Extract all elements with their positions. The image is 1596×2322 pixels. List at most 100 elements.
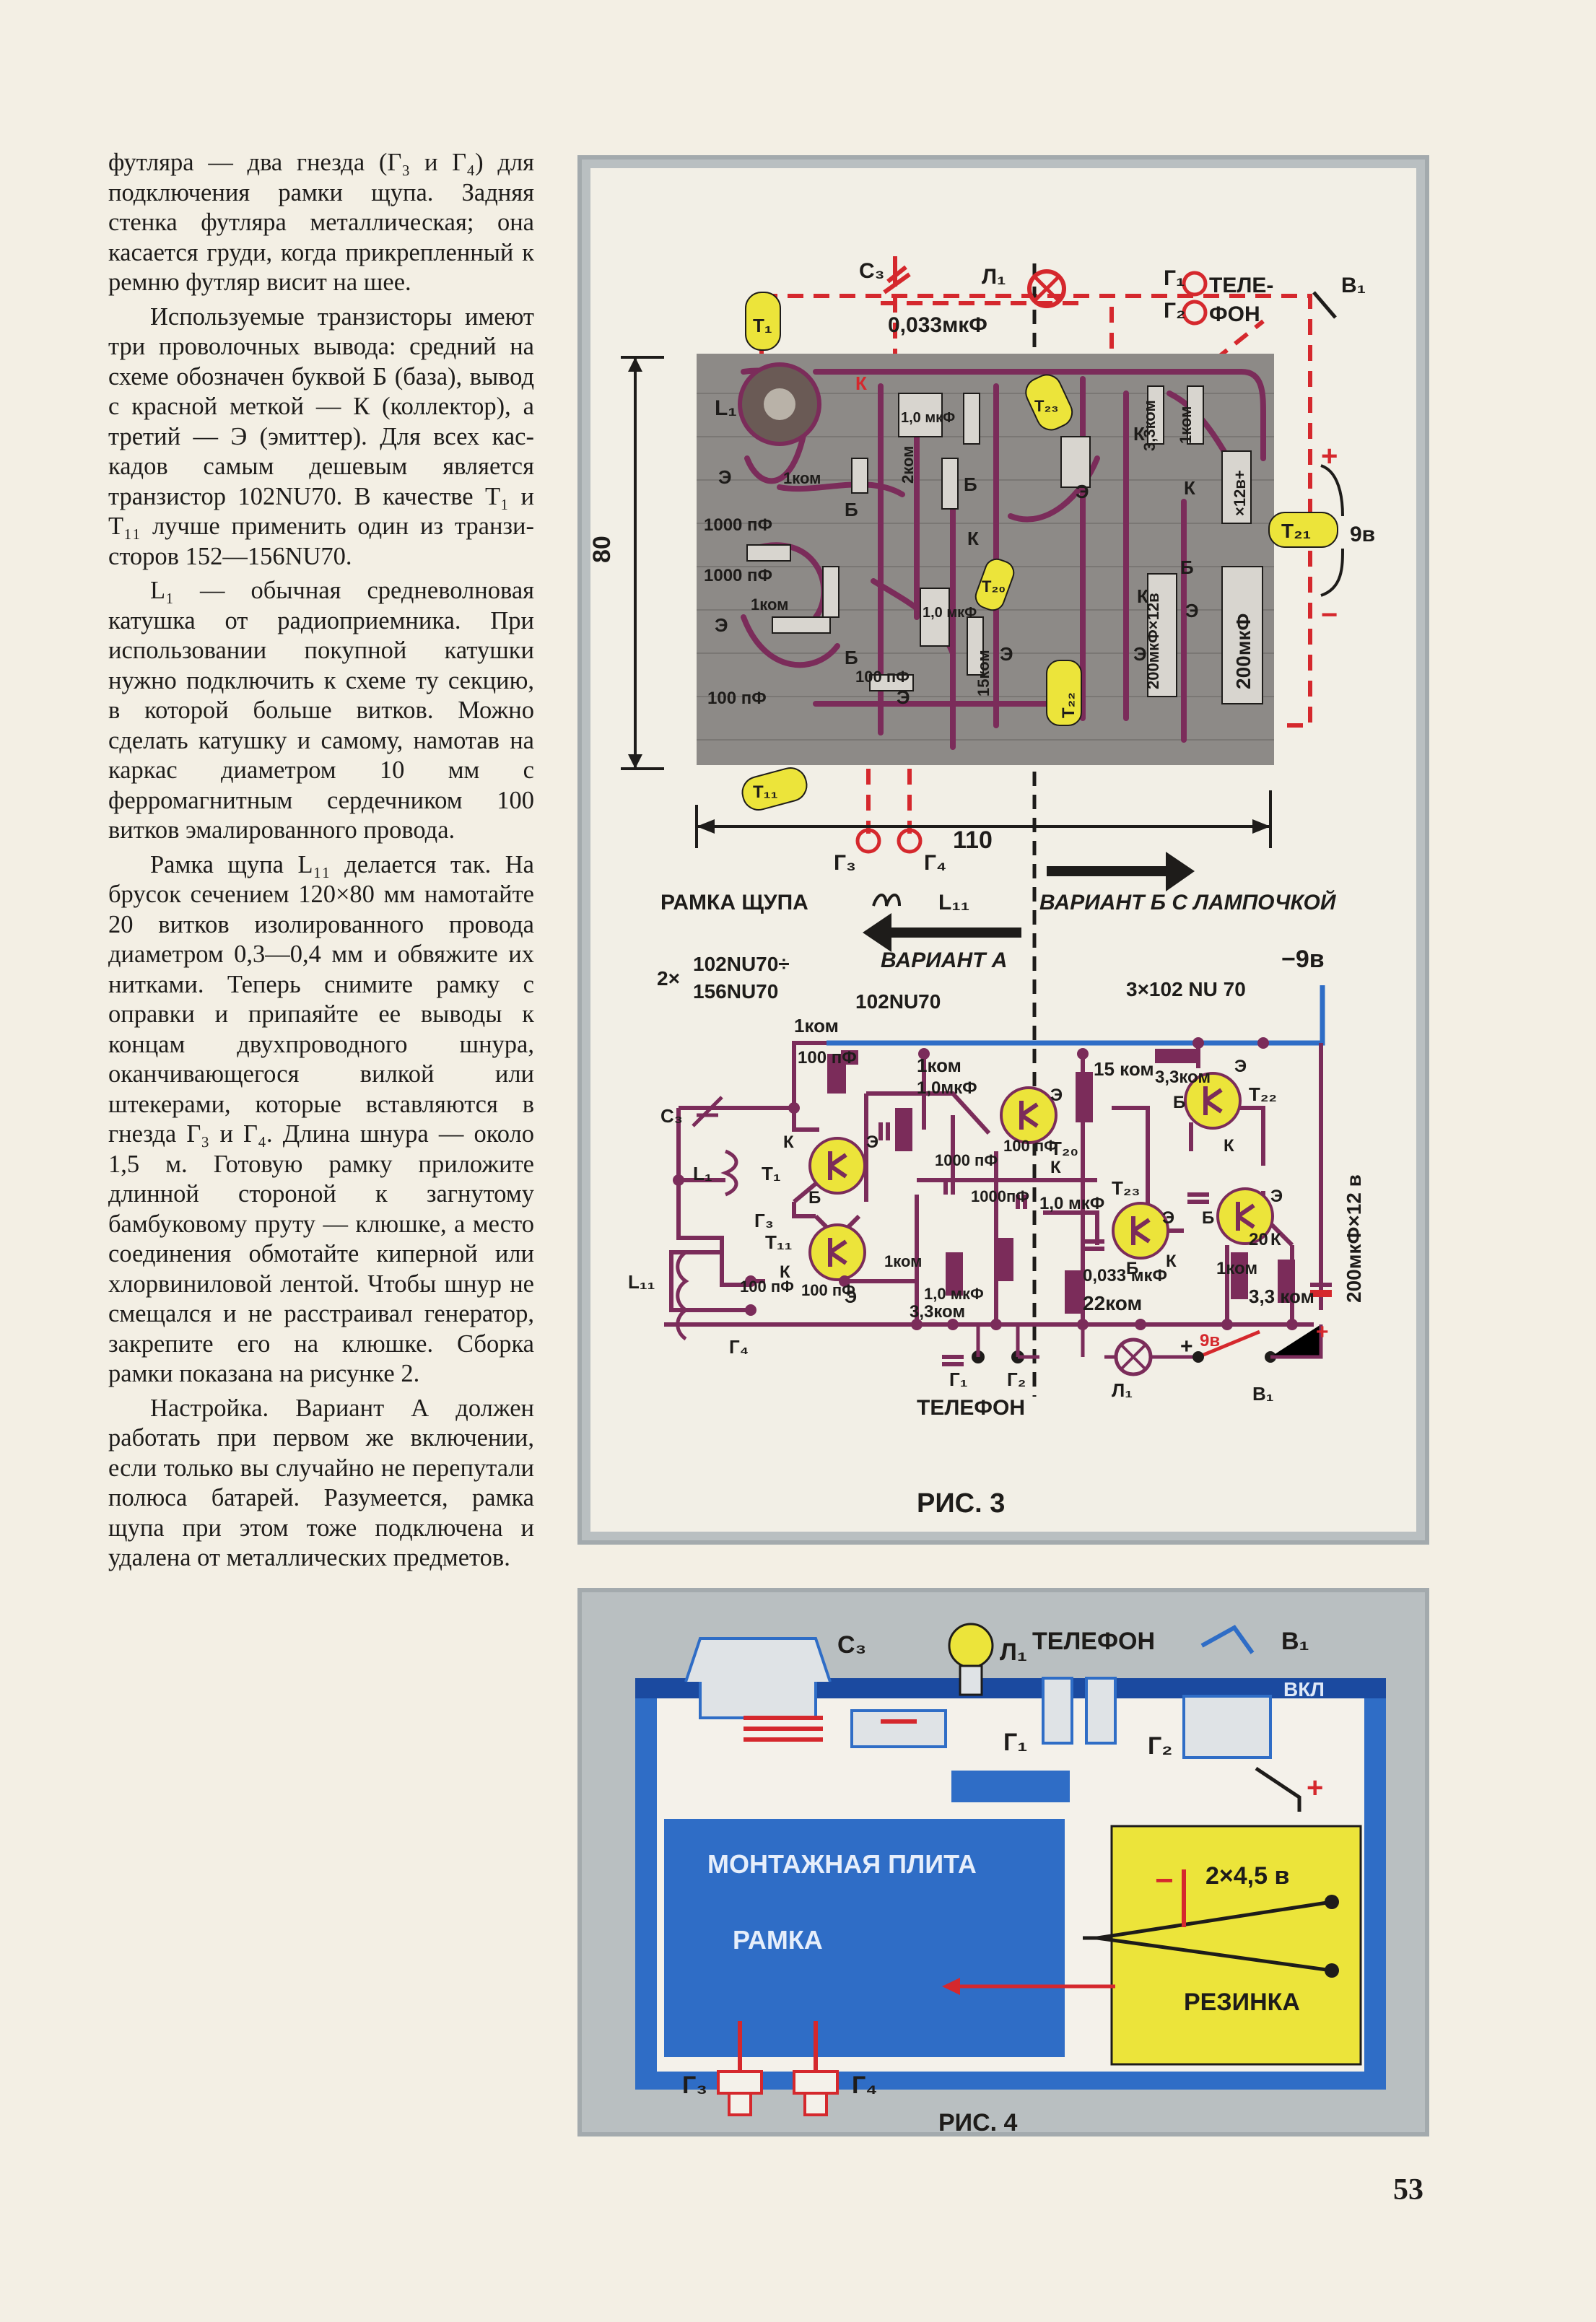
label-e-4: Э [1000,643,1013,665]
label-left-transistors-bottom: 156NU70 [693,980,778,1003]
sch-c-100-b: 100 пФ [740,1278,794,1296]
fig4-l1: Л₁ [1000,1638,1027,1666]
label-k-3: К [1133,423,1145,445]
label-battery-12: ×12в+ [1231,470,1249,516]
sch-c-100-c: 100 пФ [801,1281,855,1299]
sch-c-10mkf-a: 1,0мкФ [917,1078,977,1098]
sch-g3: Г₃ [754,1210,774,1231]
label-cap-0033: 0,033мкФ [888,313,987,337]
sch-k-5: К [1224,1136,1234,1156]
figure-3-caption: РИС. 3 [917,1488,1005,1519]
label-right-transistors: 3×102 NU 70 [1126,978,1246,1000]
article-text: футляра — два гнезда (Г₃ и Г₄) для подкл… [108,148,534,1578]
sch-r-22kom: 22ком [1083,1292,1142,1314]
sch-e-4: Э [1162,1208,1174,1228]
frame-jacks [717,2021,839,2116]
label-cap-1000-a: 1000 пФ [704,515,772,535]
sch-r-15kom: 15 ком [1094,1058,1154,1080]
label-e-5: Э [1076,481,1089,502]
board-traces [741,367,1266,750]
sch-r-1kom-a: 1ком [794,1015,839,1036]
label-cap-200: 200мкФ [1232,614,1255,689]
sch-t1: Т₁ [762,1163,781,1184]
schematic-components [827,1049,1295,1314]
sch-b-3: Б [1173,1093,1185,1112]
variant-a-arrow: ВАРИАНТ А [863,913,1021,972]
label-t20: Т₂₀ [982,577,1006,595]
label-l11: L₁₁ [938,891,969,915]
fig4-g3: Г₃ [682,2072,707,2099]
sch-b1: В₁ [1252,1383,1274,1405]
sch-c-10mkf-b: 1,0 мкФ [1039,1194,1104,1213]
sch-t23: Т₂₃ [1112,1177,1140,1199]
label-res-33kom: 3,3ком [1141,400,1159,451]
fig4-board: МОНТАЖНАЯ ПЛИТА [707,1849,977,1879]
label-e-7: Э [1185,600,1199,621]
label-g1: Г₁ [1164,266,1185,290]
fig4-battery: 2×4,5 в [1205,1862,1289,1890]
sch-lamp: Л₁ [1112,1379,1133,1401]
fig4-g2: Г₂ [1148,1732,1172,1760]
dimension-height: 80 [588,536,616,563]
label-l1: Л₁ [982,265,1006,289]
label-e-2: Э [715,614,728,636]
label-telefon-top: ТЕЛЕ- [1209,274,1273,297]
label-e-1: Э [718,466,732,488]
schematic-l11 [676,1250,689,1341]
fig4-c3: С₃ [837,1631,866,1659]
label-t21: Т₂₁ [1281,520,1311,542]
paragraph: футляра — два гнезда (Г₃ и Г₄) для подкл… [108,149,534,296]
fig4-frame: РАМКА [733,1925,823,1955]
fig4-b1: В₁ [1281,1628,1309,1655]
schematic-outputs [972,1324,1323,1376]
sch-e-6: Э [1270,1187,1283,1206]
label-telefon-bottom: ФОН [1209,302,1260,326]
sch-r-33kom-a: 3,3ком [1155,1068,1211,1087]
sch-e-1: Э [866,1132,878,1152]
label-cap-100-a: 100 пФ [707,689,767,708]
figure-3-drawing: С₃ Л₁ Г₁ Г₂ ТЕЛЕ- ФОН В₁ 0,033мкФ L₁ 100… [588,168,1416,1532]
label-b1: В₁ [1341,274,1366,297]
sch-g1: Г₁ [949,1369,968,1390]
sch-k-6: К [1270,1230,1281,1249]
mounting-plate [664,1819,1065,2057]
sch-b-4: Б [1202,1208,1214,1228]
label-t1: Т₁ [753,315,772,336]
sch-c-100-a: 100 пФ [798,1048,857,1068]
label-e-3: Э [897,686,910,708]
label-b-1: Б [845,499,858,520]
sch-batt-9: 9в [1200,1331,1220,1350]
paragraph: Рамка щупа L₁₁ делается так. На брусок с… [108,850,534,1388]
dimension-width: 110 [953,826,993,854]
label-k-4: К [1184,477,1195,499]
schematic-l1 [720,1149,738,1197]
schematic-transistors [808,1072,1274,1281]
label-c3: С₃ [859,259,885,283]
case-components [684,1625,1272,1802]
fig4-g4: Г₄ [852,2072,877,2099]
label-k-2: К [967,528,979,549]
voltage-bracket [1320,464,1344,597]
sch-plus-b: + [1180,1335,1193,1358]
label-e-6: Э [1133,643,1147,665]
label-res-1kom-c: 1ком [1177,406,1195,444]
trimmer-c3 [883,256,911,294]
sch-plus-c: + [1316,1320,1329,1344]
transistor-symbols [828,1086,1255,1267]
sch-t22: Т₂₂ [1249,1083,1277,1105]
sch-c-20: 20 [1249,1230,1268,1249]
paragraph: L₁ — обычная средневол­новая катушка от … [108,577,534,844]
label-supply: −9в [1281,946,1325,973]
label-count-2x: 2× [657,967,680,990]
variant-a-label: ВАРИАНТ А [881,948,1007,972]
lamp-l1 [948,1623,994,1696]
sch-k-2: К [780,1262,790,1282]
board-top-parts [855,269,1337,854]
label-t22: Т₂₂ [1059,692,1078,718]
sch-r-1kom-b: 1ком [917,1055,961,1076]
label-cap-1000-b: 1000 пФ [704,566,772,585]
sch-r-1kom-c: 1ком [884,1252,922,1270]
variant-b-label: ВАРИАНТ Б С ЛАМПОЧКОЙ [1039,889,1337,915]
label-plus: + [1321,440,1338,472]
label-g3: Г₃ [834,851,856,875]
